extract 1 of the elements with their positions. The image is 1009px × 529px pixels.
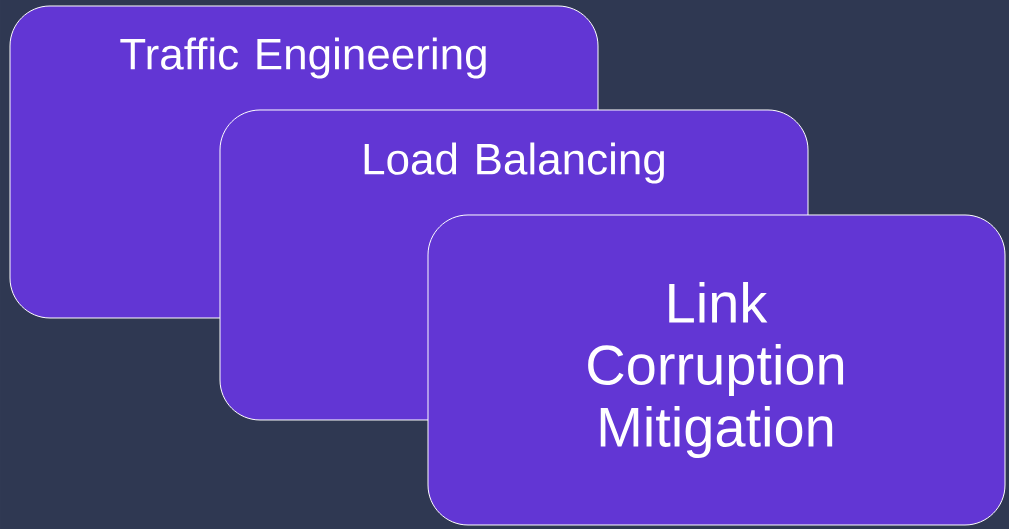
- card: Link Corruption Mitigation: [427, 214, 1006, 526]
